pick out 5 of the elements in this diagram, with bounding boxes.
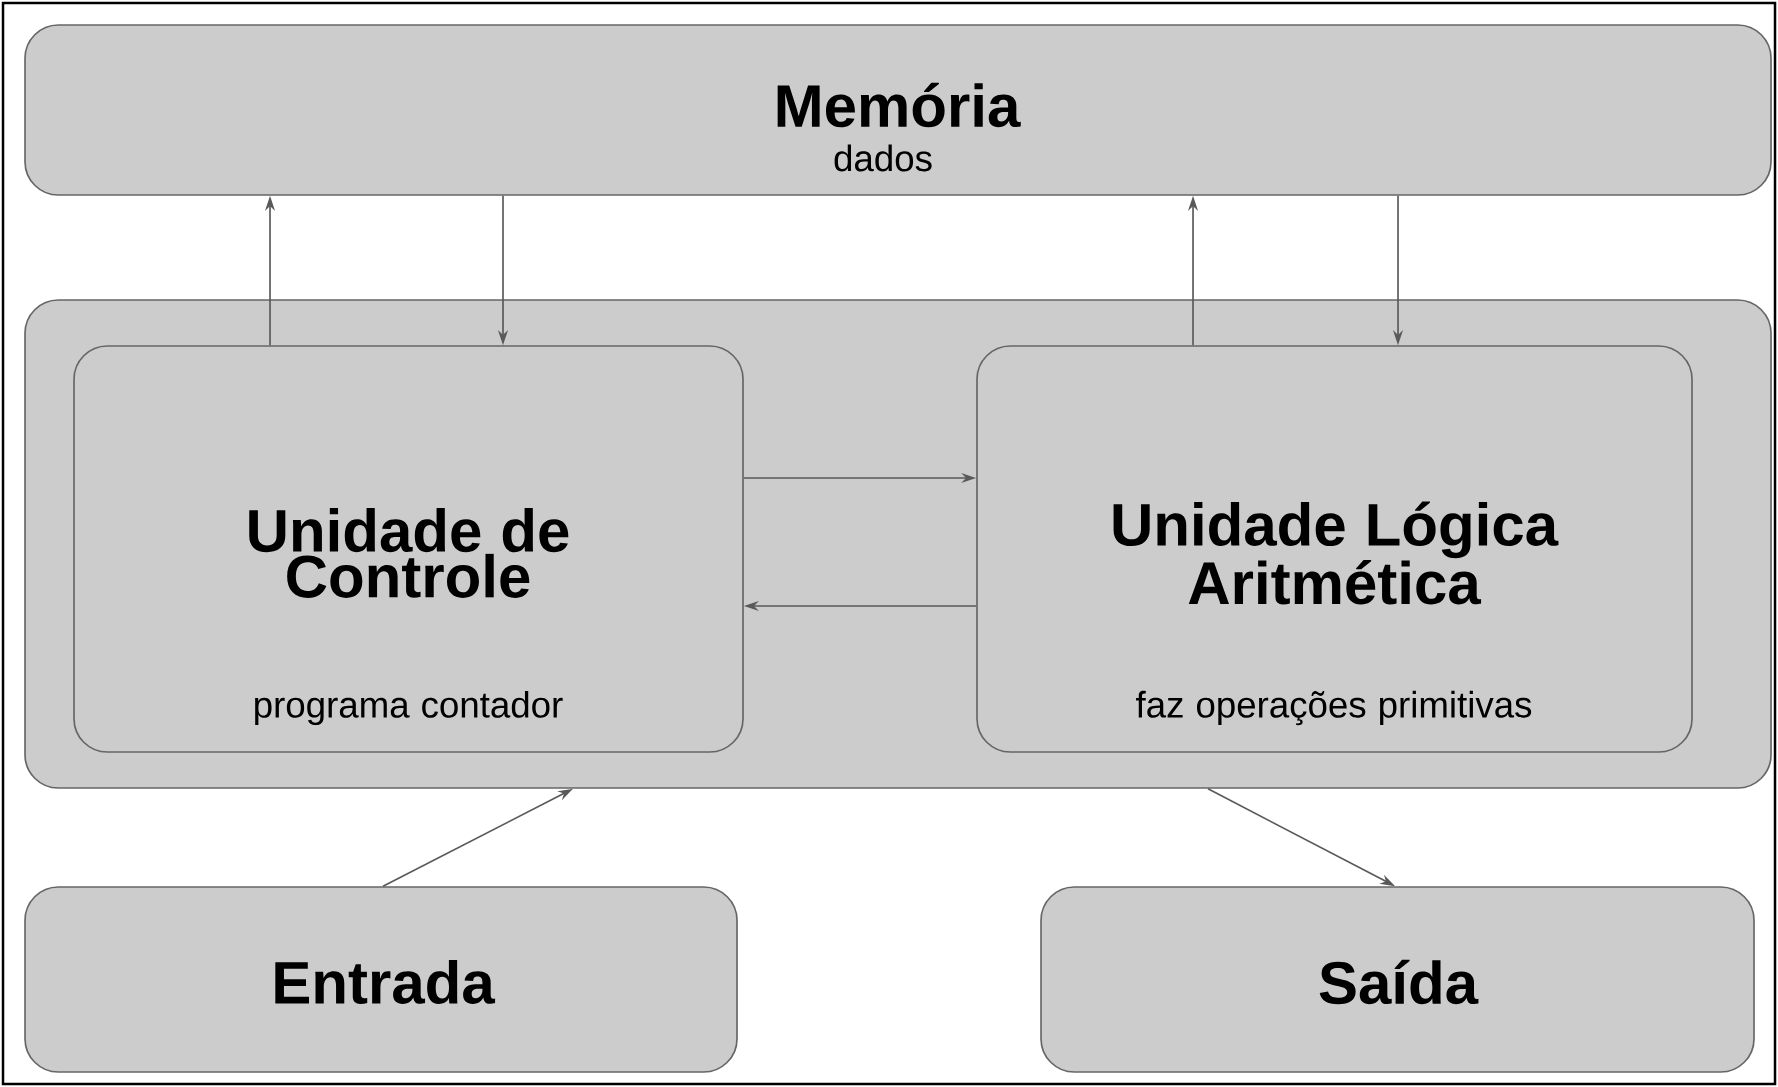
control-unit-box: Unidade de Controle programa contador — [73, 345, 744, 753]
output-box: Saída — [1040, 886, 1755, 1073]
memory-box: Memória dados — [24, 24, 1772, 196]
alu-box: Unidade Lógica Aritmética faz operações primitivas — [976, 345, 1693, 753]
input-box: Entrada — [24, 886, 738, 1073]
